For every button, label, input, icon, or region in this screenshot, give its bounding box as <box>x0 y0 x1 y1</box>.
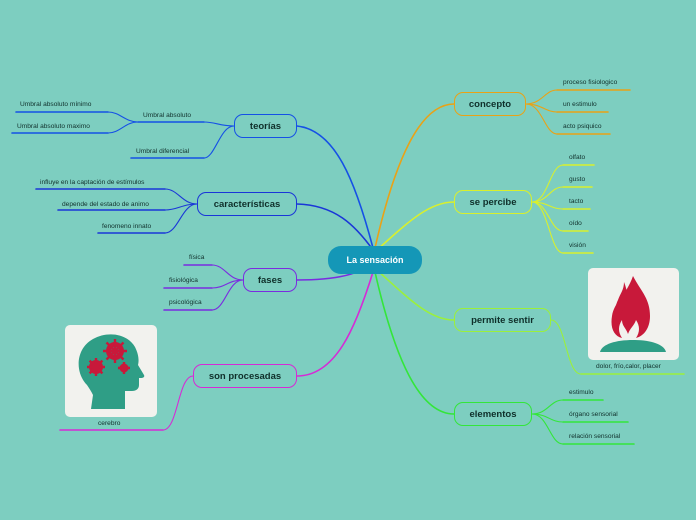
node-caracteristicas[interactable]: características <box>197 192 297 216</box>
leaf-vision[interactable]: visión <box>569 242 586 249</box>
leaf-psicologica[interactable]: psicológica <box>169 299 202 306</box>
leaf-fisiologica[interactable]: fisiológica <box>169 277 198 284</box>
node-concepto-label: concepto <box>468 98 512 110</box>
node-permite-sentir[interactable]: permite sentir <box>454 308 551 332</box>
node-teorias-label: teorías <box>249 120 282 132</box>
node-permite-sentir-label: permite sentir <box>471 314 534 326</box>
image-flame <box>588 268 679 360</box>
leaf-influye[interactable]: influye en la captación de estímulos <box>40 179 145 186</box>
connector-concepto <box>374 103 455 249</box>
root-label: La sensación <box>346 255 404 265</box>
node-elementos-label: elementos <box>469 408 517 420</box>
node-son-procesadas[interactable]: son procesadas <box>193 364 297 388</box>
leaf-oido[interactable]: oído <box>569 220 582 227</box>
leaf-olfato[interactable]: olfato <box>569 154 586 161</box>
leaf-fenomeno-innato[interactable]: fenomeno innato <box>102 223 152 230</box>
node-teorias[interactable]: teorías <box>234 114 297 138</box>
root-node[interactable]: La sensación <box>328 246 422 274</box>
leaf-umbral-diferencial[interactable]: Umbral diferencial <box>136 148 190 155</box>
node-son-procesadas-label: son procesadas <box>208 370 282 382</box>
image-head-gears <box>65 325 157 417</box>
flame-icon <box>600 276 666 352</box>
leaf-depende[interactable]: depende del estado de animo <box>62 201 149 208</box>
leaf-un-estimulo[interactable]: un estimulo <box>563 101 597 108</box>
node-fases[interactable]: fases <box>243 268 297 292</box>
node-se-percibe-label: se percibe <box>469 196 517 208</box>
leaf-acto-psiquico[interactable]: acto psiquico <box>563 123 602 130</box>
connector-teorias <box>296 125 374 249</box>
node-elementos[interactable]: elementos <box>454 402 532 426</box>
leaf-umbral-absoluto-minimo[interactable]: Umbral absoluto mínimo <box>20 101 92 108</box>
connector-elementos <box>374 271 455 415</box>
leaf-gusto[interactable]: gusto <box>569 176 586 183</box>
node-caracteristicas-label: características <box>213 198 281 210</box>
leaf-umbral-absoluto-maximo[interactable]: Umbral absoluto maximo <box>17 123 90 130</box>
node-fases-label: fases <box>257 274 283 286</box>
leaf-estimulo[interactable]: estimulo <box>569 389 594 396</box>
connector-caracteristicas <box>296 203 374 251</box>
leaf-tacto[interactable]: tacto <box>569 198 584 205</box>
leaf-fisica[interactable]: física <box>189 254 205 261</box>
leaf-relacion-sensorial[interactable]: relación sensorial <box>569 433 621 440</box>
head-with-gears-icon <box>78 334 145 409</box>
leaf-cerebro[interactable]: cerebro <box>98 420 121 427</box>
leaf-umbral-absoluto[interactable]: Umbral absoluto <box>143 112 192 119</box>
connector-permite-sentir <box>376 269 455 321</box>
connector-se-percibe <box>376 201 455 251</box>
connector-son-procesadas <box>296 271 374 377</box>
leaf-organo-sensorial[interactable]: órgano sensorial <box>569 411 618 418</box>
leaf-proceso-fisiologico[interactable]: proceso fisiologico <box>563 79 618 86</box>
node-concepto[interactable]: concepto <box>454 92 526 116</box>
leaf-dolor-frio-calor-placer[interactable]: dolor, frío,calor, placer <box>596 363 661 370</box>
node-se-percibe[interactable]: se percibe <box>454 190 532 214</box>
